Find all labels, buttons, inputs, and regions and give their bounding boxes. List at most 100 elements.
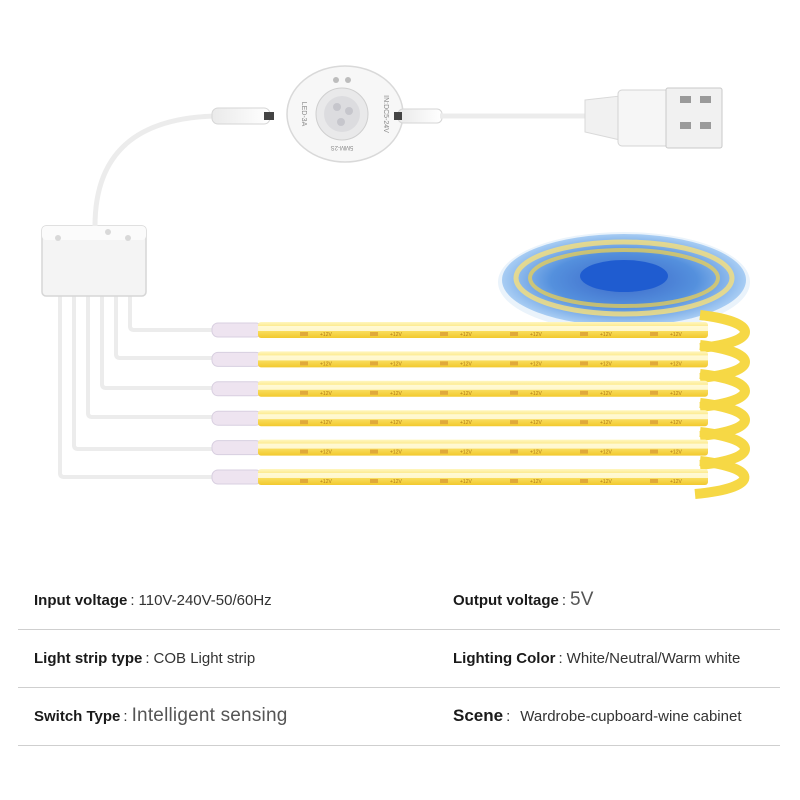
strip-glow [258,443,708,449]
lighting-color-label: Lighting Color [453,649,556,667]
spec-table: Input voltage : 110V-240V-50/60Hz Output… [18,572,780,746]
light-strip-type-sep: : [145,649,150,667]
strip-glow [258,414,708,420]
strip-connector [211,381,263,397]
strip-mark: +12V [460,332,472,338]
spec-lighting-color: Lighting Color : White/Neutral/Warm whit… [453,630,740,686]
spec-row-2: Light strip type : COB Light strip Light… [18,630,780,688]
splitter-cables [58,294,220,479]
strip-mark: +12V [460,450,472,456]
strip-pad [300,479,308,483]
strip-pad [440,361,448,366]
output-voltage-value: 5V [570,589,594,610]
strip-glow [258,355,708,361]
light-strip-type-label: Light strip type [34,649,143,667]
strip-mark: +12V [460,361,472,367]
dc-plug-right [397,108,443,124]
strip-pad [440,332,448,336]
strip-pad [510,420,518,425]
strip-pad [650,479,658,483]
switch-type-sep: : [123,707,128,725]
dc-plug-left [211,107,271,125]
strip-mark: +12V [320,361,332,367]
strip-mark: +12V [460,420,472,426]
strip-mark: +12V [390,361,402,367]
strip-pad [580,479,588,483]
input-voltage-value: 110V-240V-50/60Hz [138,591,272,609]
strip-pad [510,332,518,336]
spec-switch-type: Switch Type : Intelligent sensing [34,688,287,744]
lighting-color-sep: : [558,649,563,667]
strip-mark: +12V [390,450,402,456]
strip-pad [370,449,378,454]
strip-pad [370,332,378,336]
strip-glow [258,326,708,331]
light-strip-type-value: COB Light strip [153,649,256,667]
output-voltage-label: Output voltage [453,591,559,609]
strip-pad [370,479,378,483]
strip-mark: +12V [390,332,402,338]
scene-label: Scene [453,706,504,725]
lighting-color-value: White/Neutral/Warm white [566,649,741,667]
strip-glow [258,384,708,390]
strip-pad [650,390,658,395]
strip-pad [650,332,658,336]
switch-type-label: Switch Type [34,707,121,725]
strip-mark: +12V [320,479,332,485]
strip-glow [258,473,708,478]
spec-input-voltage: Input voltage : 110V-240V-50/60Hz [34,572,272,628]
strip-pad [300,420,308,425]
scene-value: Wardrobe-cupboard-wine cabinet [520,707,742,725]
strip-mark: +12V [670,391,682,397]
strip-connector [211,322,263,338]
strip-mark: +12V [390,479,402,485]
strip-coil-edge [694,310,750,499]
strip-mark: +12V [320,391,332,397]
strip-mark: +12V [460,479,472,485]
led-strip: +12V+12V+12V+12V+12V+12V [211,439,708,456]
strip-pad [300,449,308,454]
led-strip: +12V +12V +12V +12V +12V +12V [211,469,708,485]
strip-connector [211,351,263,367]
input-voltage-sep: : [130,591,135,609]
strip-mark: +12V [670,420,682,426]
led-strips: +12V+12V+12V+12V+12V+12V+12V+12V+12V+12V… [211,322,708,485]
strip-pad [300,390,308,395]
output-voltage-sep: : [561,591,566,609]
strip-pad [370,420,378,425]
splitter-box [41,225,147,297]
strip-pad [650,420,658,425]
led-strip: +12V+12V+12V+12V+12V+12V [211,351,708,368]
led-strip: +12V+12V+12V+12V+12V+12V [211,410,708,427]
strip-reel [498,232,750,332]
sensor-cable [92,113,216,227]
strip-connector [211,440,263,456]
strip-pad [510,479,518,483]
strip-mark: +12V [600,391,612,397]
input-voltage-label: Input voltage [34,591,128,609]
strip-mark: +12V [670,479,682,485]
strip-mark: +12V [390,391,402,397]
strip-pad [510,449,518,454]
sensor-mark-led: LED-3A [300,102,307,127]
strip-mark: +12V [530,361,542,367]
strip-mark: +12V [600,479,612,485]
switch-type-value: Intelligent sensing [131,705,288,726]
strip-connector [211,469,263,485]
strip-mark: +12V [530,420,542,426]
strip-mark: +12V [530,332,542,338]
strip-mark: +12V [320,332,332,338]
strip-pad [510,390,518,395]
strip-mark: +12V [530,479,542,485]
strip-pad [440,390,448,395]
spec-scene: Scene : Wardrobe-cupboard-wine cabinet [453,688,742,744]
strip-pad [510,361,518,366]
strip-pad [370,361,378,366]
strip-mark: +12V [390,420,402,426]
scene-sep: : [506,707,511,725]
sensor-mark-input: IN:DC5-24V [382,95,389,133]
sensor-mark-range: 5MM-2S [331,144,354,150]
strip-pad [580,332,588,336]
strip-connector [211,410,263,426]
strip-pad [580,390,588,395]
